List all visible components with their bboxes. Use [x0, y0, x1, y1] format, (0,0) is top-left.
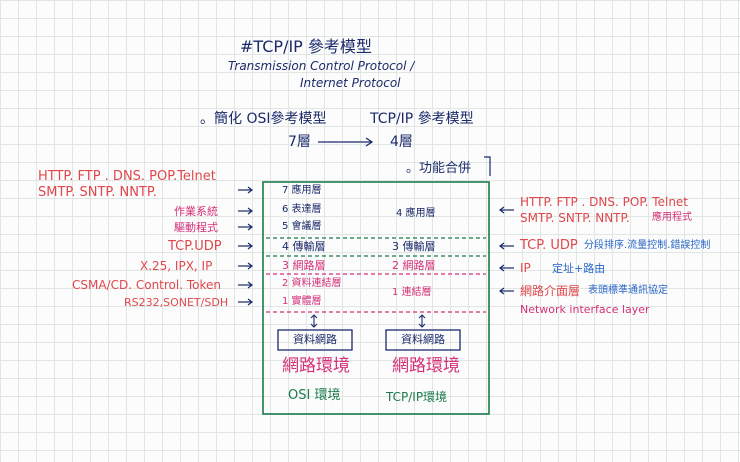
right-transport-protocols: TCP. UDP	[520, 238, 578, 253]
left-physical-protocols: RS232,SONET/SDH	[124, 296, 229, 309]
subtitle-line1: Transmission Control Protocol /	[228, 59, 415, 73]
right-link-english: Network interface layer	[520, 303, 650, 316]
right-link-label: 網路介面層	[520, 284, 581, 298]
osi-layer-3: 3 網路層	[282, 259, 326, 272]
driver-label: 驅動程式	[174, 221, 218, 234]
feature-bracket	[484, 156, 491, 176]
osi-layer-6: 6 表達層	[282, 204, 322, 215]
osi-environment-label: OSI 環境	[288, 388, 341, 403]
osi-network-env: 網路環境	[282, 356, 350, 376]
comparison-right: TCP/IP 參考模型	[370, 111, 474, 127]
right-arrows	[499, 206, 514, 295]
outer-frame	[262, 181, 490, 415]
osi-layer-2: 2 資料連結層	[282, 278, 342, 289]
tcpip-layer-4: 4 應用層	[396, 208, 436, 219]
diagram-title: #TCP/IP 參考模型	[240, 37, 372, 56]
left-network-protocols: X.25, IPX, IP	[140, 259, 213, 273]
comparison-left: 。簡化 OSI參考模型	[200, 111, 327, 127]
tcpip-layer-1: 1 連結層	[392, 287, 432, 298]
right-app-protocols-line2: SMTP. SNTP. NNTP.	[520, 211, 630, 225]
left-datalink-protocols: CSMA/CD. Control. Token	[72, 278, 221, 292]
layers-to: 4層	[390, 134, 413, 150]
left-app-protocols-line2: SMTP. SNTP. NNTP.	[38, 185, 157, 200]
tcpip-environment-label: TCP/IP環境	[386, 390, 448, 404]
osi-data-network-box	[277, 329, 353, 351]
left-arrows	[238, 186, 253, 306]
tcpip-layer-3: 3 傳輸層	[392, 240, 436, 253]
right-network-suffix: 定址+路由	[552, 262, 606, 275]
left-app-protocols-line1: HTTP. FTP . DNS. POP.Telnet	[38, 169, 216, 184]
tcpip-data-network-label: 資料網路	[401, 333, 445, 346]
feature-merge-note: 。功能合併	[406, 161, 472, 176]
right-network-protocol: IP	[520, 261, 531, 275]
osi-layer-1: 1 實體層	[282, 296, 322, 307]
os-label: 作業系統	[174, 205, 218, 218]
osi-layer-5: 5 會議層	[282, 221, 322, 232]
osi-data-network-label: 資料網路	[293, 333, 337, 346]
right-transport-suffix: 分段排序.流量控制.錯誤控制	[584, 240, 711, 251]
layers-from: 7層	[288, 134, 311, 150]
right-link-suffix: 表頭標準通訊協定	[588, 285, 668, 296]
right-app-protocols-line1: HTTP. FTP . DNS. POP. Telnet	[520, 195, 689, 209]
right-app-suffix: 應用程式	[652, 212, 692, 223]
left-transport-protocols: TCP.UDP	[168, 239, 222, 254]
osi-layer-4: 4 傳輸層	[282, 240, 326, 253]
vertical-arrows	[310, 314, 426, 328]
tcpip-data-network-box	[385, 329, 461, 351]
osi-layer-7: 7 應用層	[282, 185, 322, 196]
tcpip-layer-2: 2 網路層	[392, 259, 436, 272]
tcpip-network-env: 網路環境	[392, 356, 460, 376]
subtitle-line2: Internet Protocol	[300, 76, 401, 90]
